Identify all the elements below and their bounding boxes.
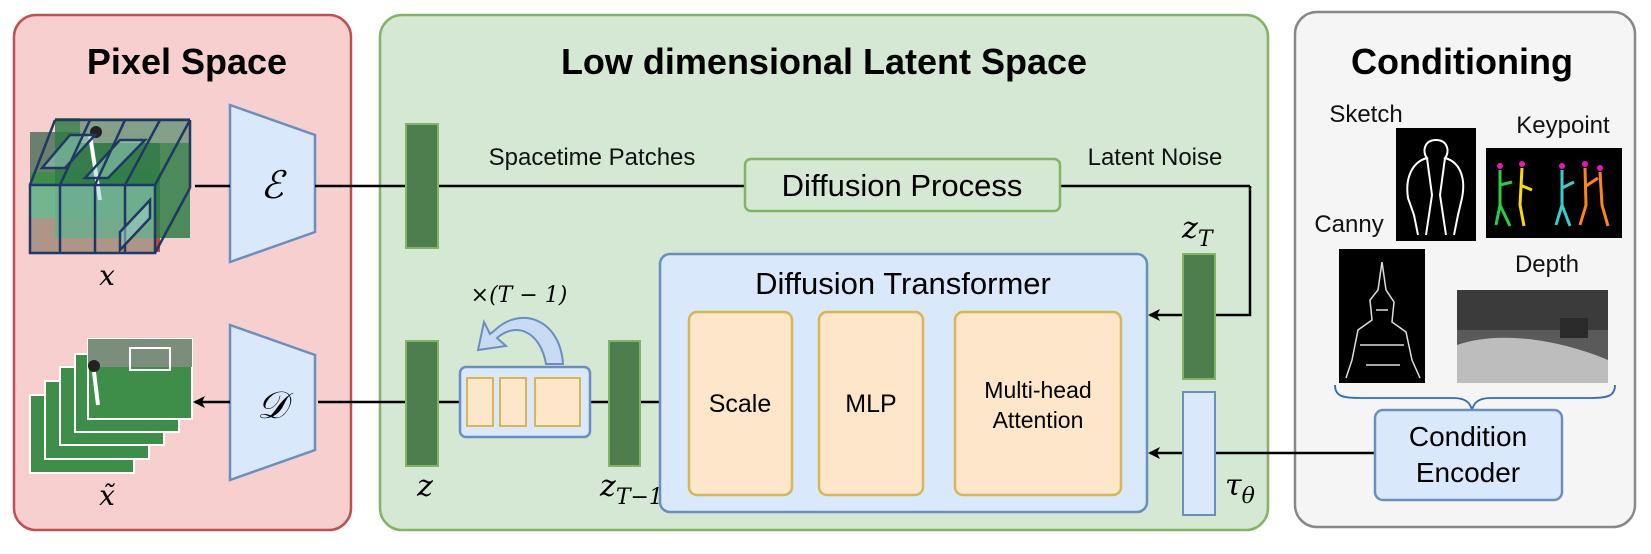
latent-patches-bar	[405, 123, 439, 249]
diffusion-process-box	[743, 157, 1062, 213]
input-x-label: x	[99, 259, 115, 292]
encoder-block	[228, 103, 317, 264]
decoder-block	[228, 323, 317, 482]
denoise-step-1	[466, 377, 494, 427]
latent-z-t-label: zT	[1181, 211, 1215, 252]
depth-label: Depth	[1515, 251, 1579, 278]
spacetime-patch-grid	[28, 118, 192, 255]
condition-encoder-box	[1373, 408, 1564, 502]
mlp-block	[817, 310, 925, 497]
encoder-symbol: ℰ	[260, 163, 287, 207]
condition-encoder-label-line2: Encoder	[1416, 457, 1520, 488]
mlp-label: MLP	[845, 390, 896, 418]
scale-block	[687, 310, 794, 497]
sketch-image	[1396, 128, 1476, 241]
latent-space-title: Low dimensional Latent Space	[561, 41, 1087, 82]
output-x-tilde-label: x̃	[99, 479, 115, 512]
conditioning-title: Conditioning	[1351, 41, 1573, 82]
sketch-label: Sketch	[1329, 101, 1402, 128]
canny-image	[1339, 249, 1425, 383]
latent-noise-label: Latent Noise	[1088, 144, 1223, 171]
spacetime-patches-label: Spacetime Patches	[489, 144, 696, 171]
denoise-step-3	[534, 377, 581, 427]
repeat-loop-arrow	[476, 316, 565, 365]
output-video-frames	[29, 338, 193, 474]
condition-encoder-label-line1: Condition	[1409, 421, 1527, 452]
keypoint-label: Keypoint	[1516, 112, 1610, 139]
latent-z-bar	[405, 340, 439, 467]
condition-embedding-bar	[1182, 391, 1216, 516]
latent-z-label: z	[416, 469, 433, 504]
attention-label-line1: Multi-head	[984, 377, 1091, 403]
latent-z-t-bar	[1182, 253, 1216, 380]
repeat-count-label: ×(T − 1)	[471, 283, 568, 308]
pixel-space-title: Pixel Space	[87, 41, 287, 82]
depth-image	[1457, 290, 1608, 383]
latent-z-t-minus-1-bar	[608, 340, 641, 467]
canny-label: Canny	[1314, 211, 1383, 238]
diffusion-process-label: Diffusion Process	[782, 168, 1023, 203]
denoise-step-2	[499, 377, 527, 427]
tau-theta-label: τθ	[1225, 468, 1255, 509]
diffusion-transformer-title: Diffusion Transformer	[755, 266, 1051, 301]
scale-label: Scale	[709, 390, 772, 418]
latent-z-t-minus-1-label: zT−1	[599, 469, 663, 510]
keypoint-image	[1486, 148, 1622, 238]
attention-block	[953, 310, 1123, 497]
attention-label-line2: Attention	[993, 407, 1084, 433]
